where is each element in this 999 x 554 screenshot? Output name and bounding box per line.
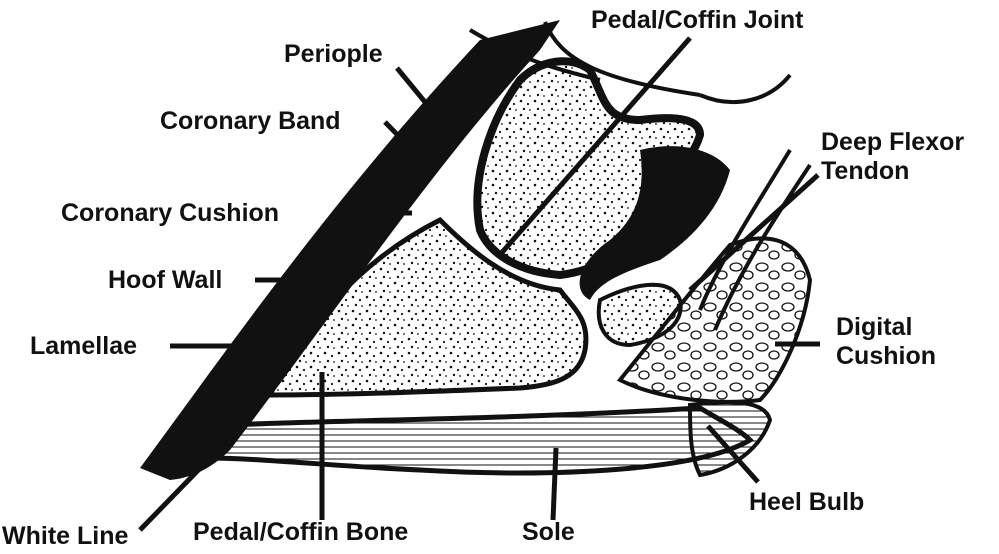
label-digital-cushion: Digital Cushion xyxy=(836,313,936,371)
label-pedal-coffin-bone: Pedal/Coffin Bone xyxy=(193,518,408,547)
label-lamellae: Lamellae xyxy=(30,332,137,361)
label-heel-bulb: Heel Bulb xyxy=(749,488,864,517)
label-pedal-coffin-joint: Pedal/Coffin Joint xyxy=(591,6,804,35)
heel-bulb-shape xyxy=(690,402,770,475)
label-deep-flexor-tendon-line2: Tendon xyxy=(821,157,964,186)
label-coronary-band: Coronary Band xyxy=(160,107,341,136)
label-deep-flexor-tendon-line1: Deep Flexor xyxy=(821,128,964,157)
label-periople: Periople xyxy=(284,40,383,69)
sole-shape xyxy=(205,408,750,473)
label-hoof-wall: Hoof Wall xyxy=(108,266,222,295)
label-coronary-cushion: Coronary Cushion xyxy=(61,199,279,228)
leader-sole xyxy=(553,448,556,520)
label-sole: Sole xyxy=(522,518,575,547)
label-digital-cushion-line1: Digital xyxy=(836,313,936,342)
label-deep-flexor-tendon: Deep Flexor Tendon xyxy=(821,128,964,186)
label-digital-cushion-line2: Cushion xyxy=(836,342,936,371)
label-white-line: White Line xyxy=(2,522,128,551)
